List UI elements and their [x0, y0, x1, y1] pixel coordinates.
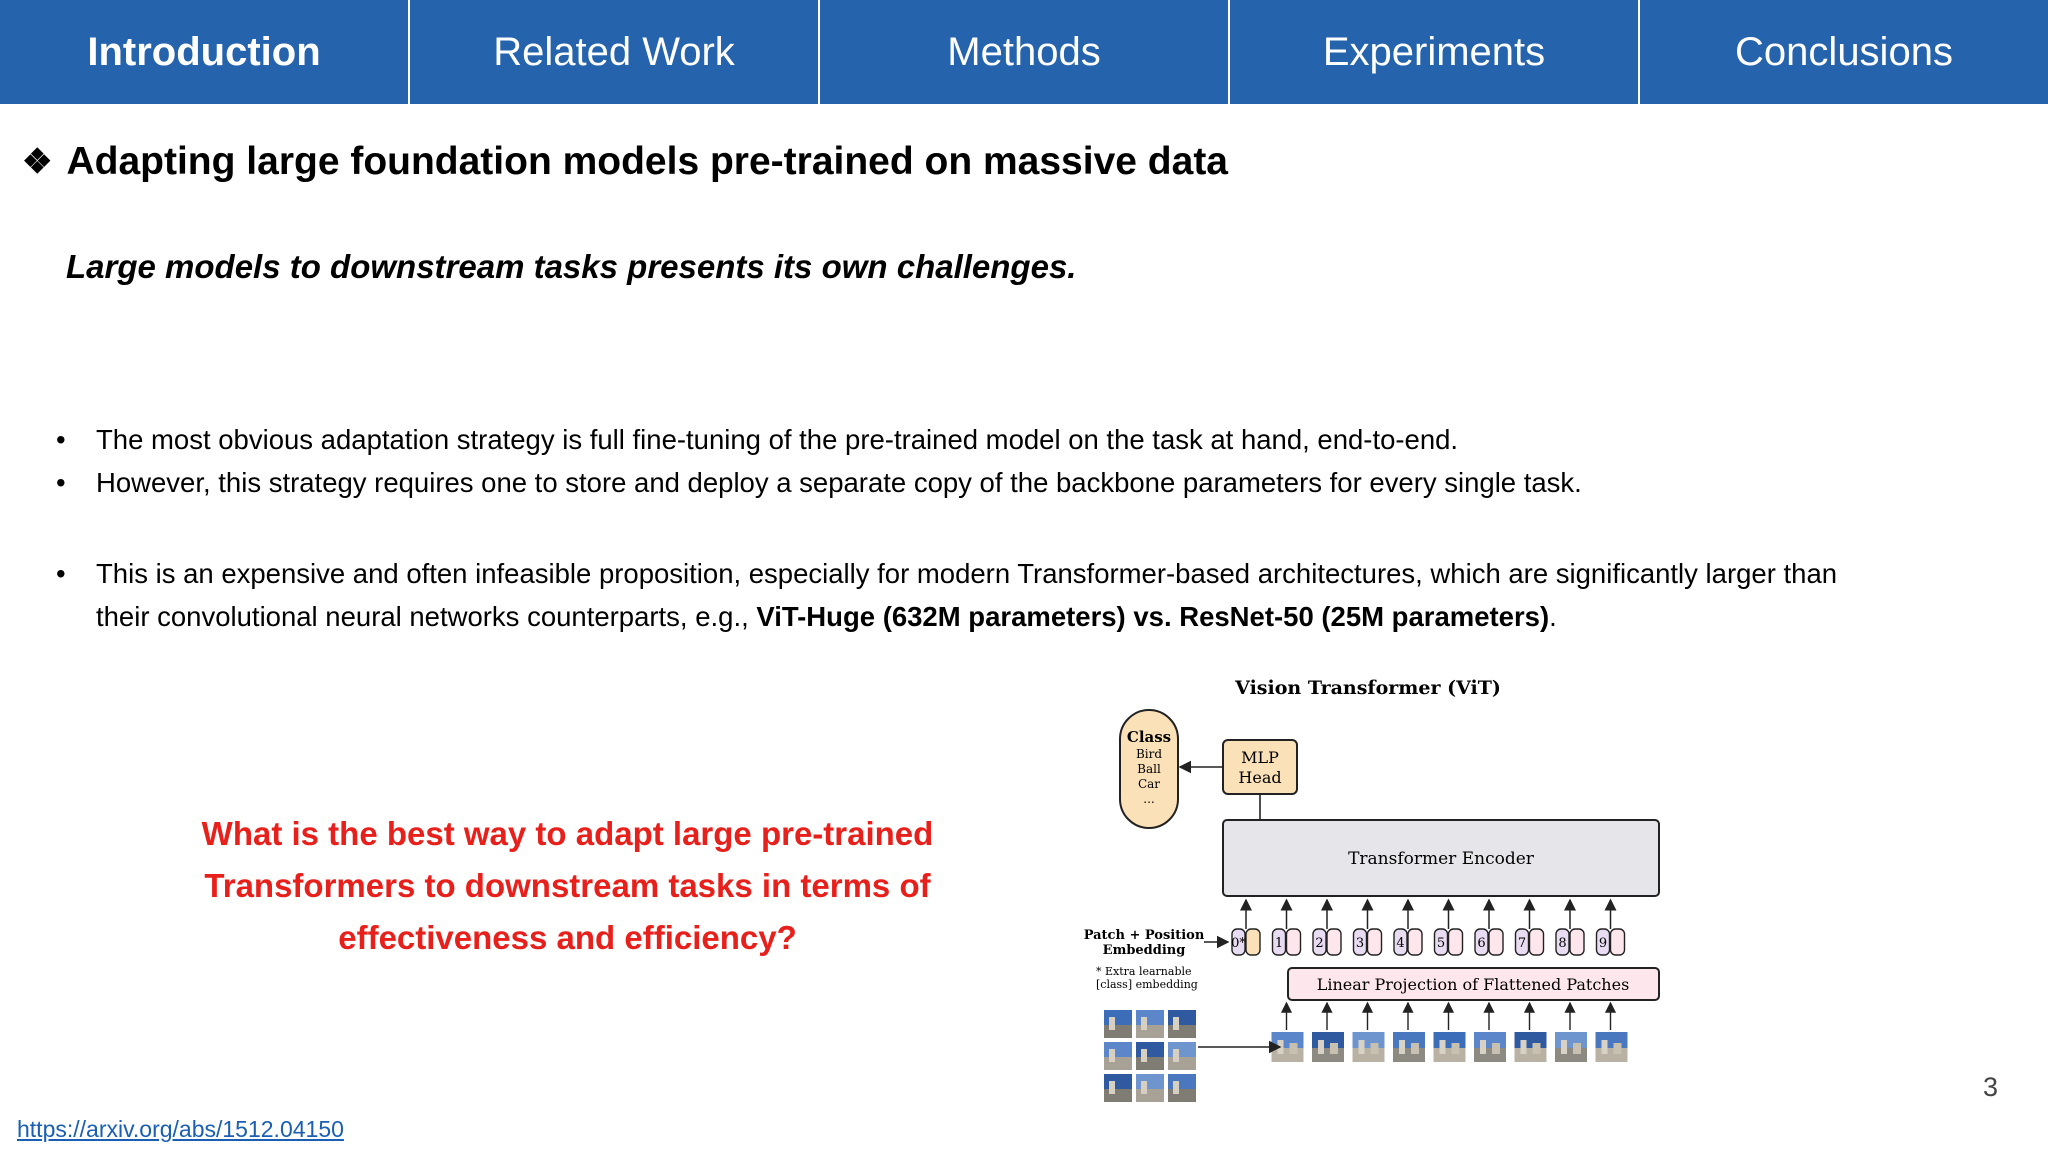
source-image-grid — [1104, 1010, 1196, 1102]
token-label: 8 — [1558, 936, 1566, 951]
image-patch — [1312, 1032, 1344, 1062]
patch-label: Embedding — [1103, 943, 1186, 958]
bullet-dot-icon: • — [56, 467, 66, 498]
token-row: 0* 1 2 3 4 5 6 7 8 9 — [1231, 928, 1626, 956]
bullet-text-line1: This is an expensive and often infeasibl… — [96, 558, 1838, 589]
token-label: 5 — [1437, 936, 1445, 951]
bullet-text-line2: their convolutional neural networks coun… — [96, 601, 757, 632]
mlp-head-label: MLP — [1241, 748, 1279, 767]
patch-embedding — [1285, 928, 1302, 956]
image-patch — [1393, 1032, 1425, 1062]
token-label: 1 — [1275, 936, 1283, 951]
source-image-tile — [1104, 1010, 1132, 1038]
position-embedding — [1393, 928, 1408, 956]
position-embedding — [1271, 928, 1287, 956]
position-embedding — [1555, 928, 1570, 956]
page-number: 3 — [1983, 1072, 1999, 1102]
transformer-encoder-box — [1222, 819, 1660, 897]
bullet-dot-icon: • — [56, 558, 66, 589]
class-box-item: Bird — [1136, 747, 1162, 761]
token-arrows — [1240, 898, 1617, 929]
list-item: • This is an expensive and often infeasi… — [56, 552, 1956, 638]
diagram-title: Vision Transformer (ViT) — [1234, 677, 1501, 699]
patch-label: Patch + Position — [1084, 928, 1205, 943]
bullet-text: This is an expensive and often infeasibl… — [96, 552, 1837, 638]
patch-embedding — [1528, 928, 1545, 956]
source-image-tile — [1104, 1074, 1132, 1102]
token-label: 6 — [1477, 936, 1485, 951]
linear-projection-box — [1287, 967, 1660, 1001]
patch-embedding — [1245, 928, 1261, 956]
bullet-dot-icon: • — [56, 424, 66, 455]
patch-embedding — [1366, 928, 1383, 956]
token-label: 2 — [1315, 936, 1323, 951]
position-embedding — [1595, 928, 1611, 956]
patch-embedding — [1326, 928, 1342, 956]
position-embedding — [1312, 928, 1327, 956]
image-patch — [1474, 1032, 1506, 1062]
tab-introduction[interactable]: Introduction — [0, 0, 410, 104]
slide-heading-text: Adapting large foundation models pre-tra… — [66, 140, 1228, 183]
token-label: 4 — [1396, 936, 1404, 951]
class-box-item: Ball — [1137, 762, 1161, 776]
token-label: 7 — [1518, 936, 1526, 951]
position-embedding — [1352, 928, 1368, 956]
token-label: 3 — [1356, 936, 1364, 951]
source-image-tile — [1168, 1074, 1196, 1102]
source-image-tile — [1136, 1042, 1164, 1070]
linear-projection-label: Linear Projection of Flattened Patches — [1317, 975, 1630, 994]
vit-diagram: Vision Transformer (ViT) Class Bird Ball… — [1080, 670, 1680, 1110]
bullet-text: However, this strategy requires one to s… — [96, 467, 1582, 498]
source-image-tile — [1168, 1042, 1196, 1070]
source-image-tile — [1104, 1042, 1132, 1070]
class-box — [1119, 709, 1179, 829]
source-image-tile — [1136, 1074, 1164, 1102]
tab-related-work[interactable]: Related Work — [410, 0, 820, 104]
image-patch — [1433, 1032, 1466, 1062]
slide-subheading: Large models to downstream tasks present… — [66, 248, 1077, 285]
transformer-encoder-label: Transformer Encoder — [1348, 849, 1535, 869]
token-label: 9 — [1599, 936, 1607, 951]
patch-embedding — [1609, 928, 1626, 956]
class-box-item: Car — [1138, 777, 1160, 791]
bullet-text-suffix: . — [1549, 601, 1557, 632]
slide-heading: ❖ Adapting large foundation models pre-t… — [22, 140, 1228, 184]
tab-conclusions[interactable]: Conclusions — [1640, 0, 2048, 104]
source-link[interactable]: https://arxiv.org/abs/1512.04150 — [17, 1116, 344, 1142]
section-nav: Introduction Related Work Methods Experi… — [0, 0, 2048, 104]
position-embedding — [1433, 928, 1449, 956]
list-item: • The most obvious adaptation strategy i… — [56, 418, 1956, 461]
patch-embedding — [1569, 928, 1585, 956]
patch-embedding — [1488, 928, 1504, 956]
image-patch — [1514, 1032, 1547, 1062]
image-patch — [1555, 1032, 1587, 1062]
research-question: What is the best way to adapt large pre-… — [201, 815, 934, 956]
extra-note: [class] embedding — [1096, 978, 1198, 991]
image-patch — [1352, 1032, 1385, 1062]
class-box-title: Class — [1127, 728, 1171, 746]
position-embedding — [1514, 928, 1530, 956]
patch-embedding — [1447, 928, 1464, 956]
token-label: 0* — [1231, 936, 1246, 951]
extra-note: * Extra learnable — [1096, 965, 1192, 978]
bullet-text: The most obvious adaptation strategy is … — [96, 424, 1459, 455]
image-patch — [1595, 1032, 1628, 1062]
source-image-tile — [1168, 1010, 1196, 1038]
list-item: • However, this strategy requires one to… — [56, 461, 1956, 504]
mlp-head-label: Head — [1238, 768, 1281, 787]
bullet-text-bold: ViT-Huge (632M parameters) vs. ResNet-50… — [756, 601, 1550, 632]
patch-embedding — [1407, 928, 1423, 956]
source-image-tile — [1136, 1010, 1164, 1038]
class-box-item: ... — [1143, 792, 1154, 806]
patch-arrows — [1280, 1001, 1617, 1030]
diamond-bullet-icon: ❖ — [22, 143, 53, 181]
tab-methods[interactable]: Methods — [820, 0, 1230, 104]
tab-experiments[interactable]: Experiments — [1230, 0, 1640, 104]
position-embedding — [1231, 928, 1246, 956]
position-embedding — [1474, 928, 1489, 956]
patch-row — [1271, 1032, 1628, 1062]
bullet-list: • The most obvious adaptation strategy i… — [56, 418, 1956, 638]
